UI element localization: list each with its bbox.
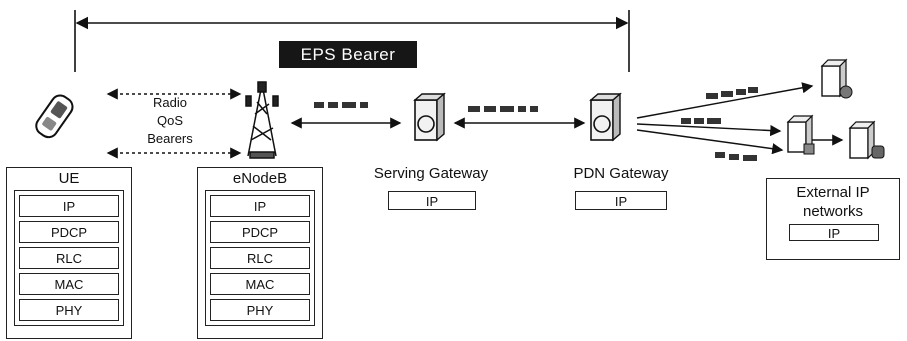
- enodeb-layers: IP PDCP RLC MAC PHY: [205, 190, 315, 326]
- external-label-line: networks: [802, 203, 864, 220]
- ue-layer-mac: MAC: [19, 273, 119, 295]
- external-ip: IP: [789, 224, 879, 241]
- data-packets-icon: [314, 87, 758, 161]
- external-ip-networks-box: External IP networks IP: [766, 178, 900, 260]
- ue-layer-rlc: RLC: [19, 247, 119, 269]
- serving-gateway-label: Serving Gateway: [373, 165, 489, 182]
- enodeb-layer-mac: MAC: [210, 273, 310, 295]
- external-label-line: External IP: [796, 184, 870, 201]
- enodeb-title: eNodeB: [232, 170, 288, 187]
- core-links: [290, 82, 844, 155]
- radio-label-line: QoS: [156, 113, 183, 128]
- phone-icon: [35, 94, 74, 139]
- ue-layers: IP PDCP RLC MAC PHY: [14, 190, 124, 326]
- enodeb-protocol-stack: eNodeB IP PDCP RLC MAC PHY: [197, 167, 323, 339]
- ue-layer-ip: IP: [19, 195, 119, 217]
- radio-label-line: Bearers: [147, 131, 193, 146]
- enodeb-layer-ip: IP: [210, 195, 310, 217]
- server-icon: [848, 120, 885, 160]
- enodeb-layer-phy: PHY: [210, 299, 310, 321]
- server-icon: [820, 58, 853, 99]
- pdn-gateway-ip: IP: [575, 191, 667, 210]
- radio-qos-bearers-label: Radio QoS Bearers: [140, 94, 200, 148]
- gateway-icon: [589, 92, 622, 142]
- radio-bearer-arrows: [106, 88, 242, 159]
- ue-layer-pdcp: PDCP: [19, 221, 119, 243]
- cell-tower-icon: [245, 81, 279, 159]
- pdn-gateway-label: PDN Gateway: [573, 165, 669, 182]
- gateway-icon: [413, 92, 446, 142]
- serving-gateway-ip: IP: [388, 191, 476, 210]
- ue-protocol-stack: UE IP PDCP RLC MAC PHY: [6, 167, 132, 339]
- radio-label-line: Radio: [153, 95, 187, 110]
- ue-title: UE: [58, 170, 80, 187]
- ue-layer-phy: PHY: [19, 299, 119, 321]
- enodeb-layer-pdcp: PDCP: [210, 221, 310, 243]
- external-networks-label: External IP networks: [767, 183, 899, 221]
- enodeb-layer-rlc: RLC: [210, 247, 310, 269]
- server-icon: [786, 114, 815, 155]
- eps-bearer-span: [74, 10, 630, 72]
- eps-bearer-label: EPS Bearer: [279, 41, 417, 68]
